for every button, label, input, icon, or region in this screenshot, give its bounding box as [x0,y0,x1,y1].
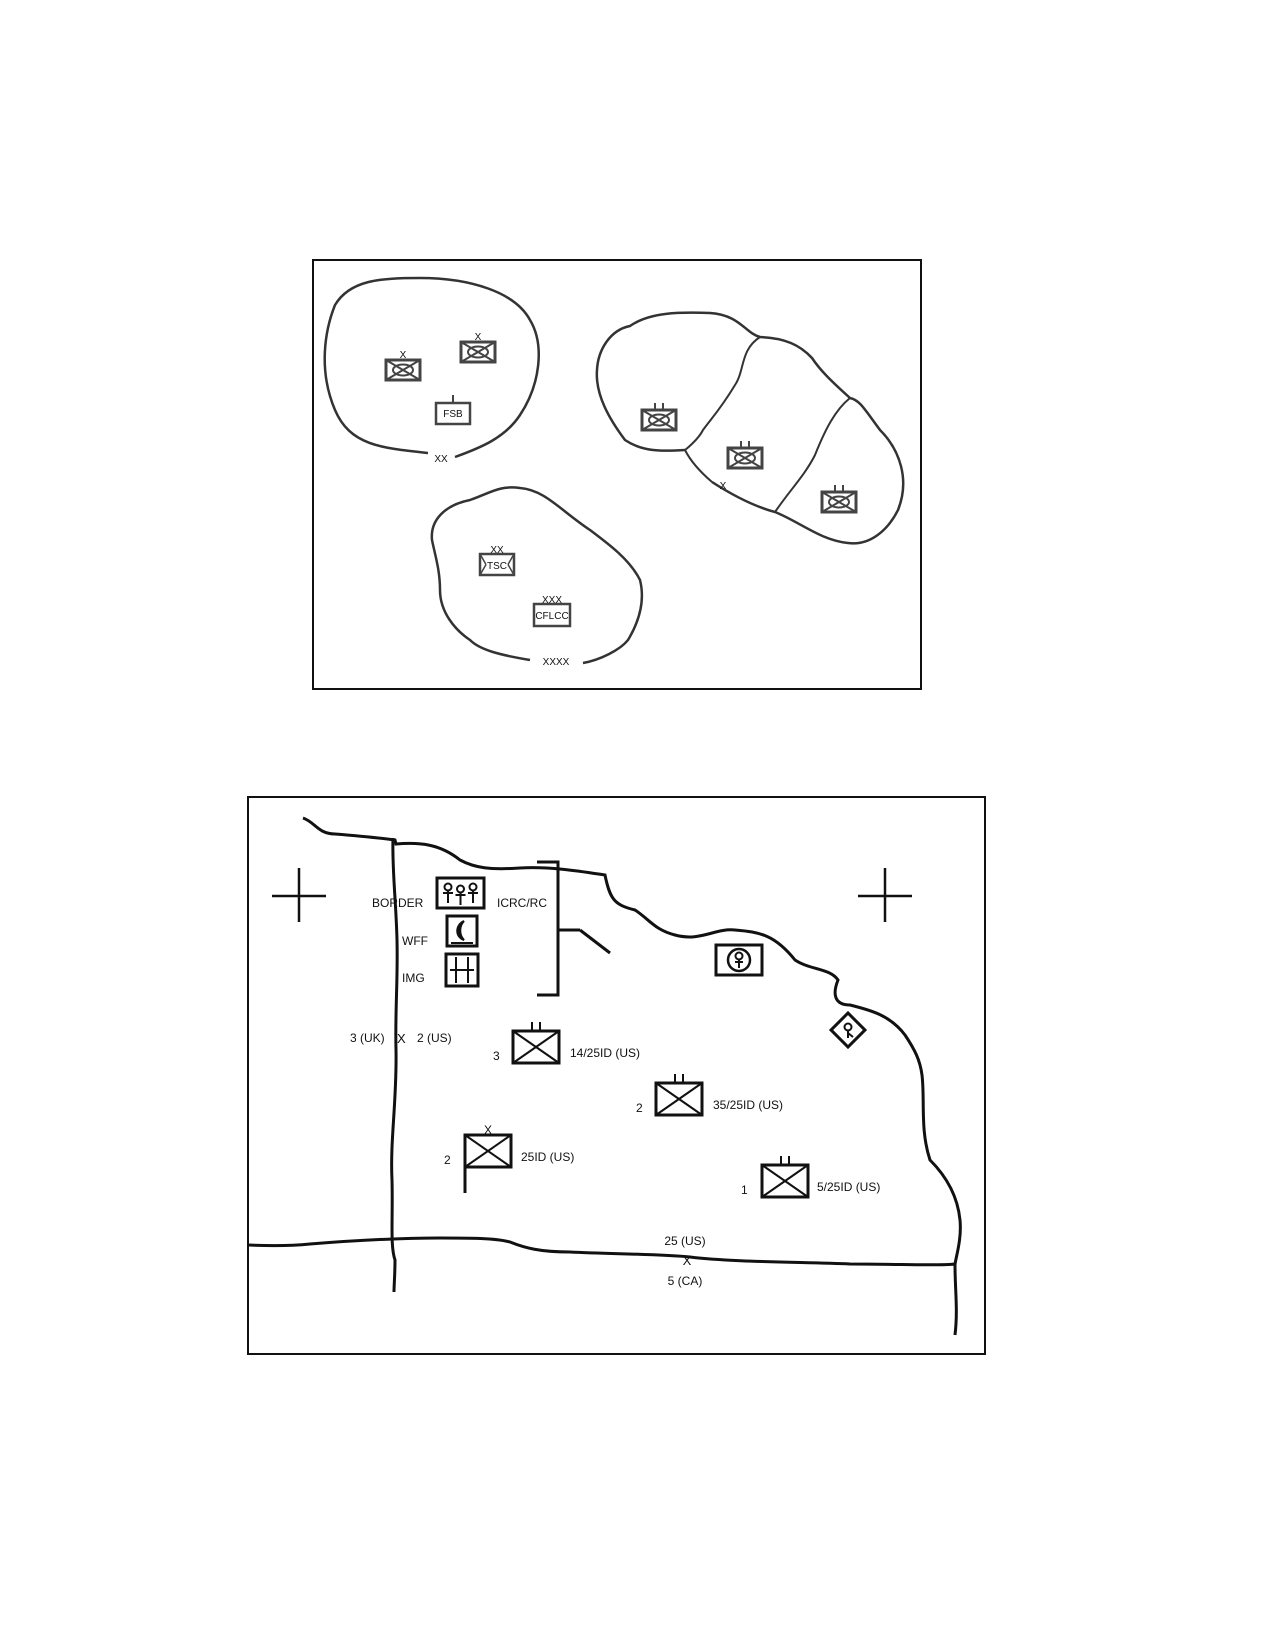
division-area-label: XX [434,454,448,465]
west-boundary-right-label: 2 (US) [417,1031,452,1045]
tsc-unit: TSC XX [478,545,516,577]
unit-14-25id-number: 3 [493,1049,500,1063]
fsb-unit: FSB [434,395,472,426]
brigade-area-label: X [720,481,727,492]
south-boundary-line [248,1236,956,1267]
tsc-echelon: XX [490,545,504,556]
unit-14-25id-name: 14/25ID (US) [570,1046,640,1060]
wff-label: WFF [402,934,428,948]
fsb-label: FSB [443,409,463,420]
bottom-overlay-diagram: BORDER ICRC/RC WFF IMG 3 (UK) X 2 (US) 2… [247,796,986,1355]
battalion-unit-west [640,403,678,432]
top-overlay-diagram: XX X X FSB X [312,259,922,690]
division-area-boundary [323,276,540,459]
unit-5-25id-name: 5/25ID (US) [817,1180,880,1194]
border-line [302,816,962,1336]
reference-cross-right [858,868,912,922]
unit-5-25id-number: 1 [741,1183,748,1197]
unit-25id-number: 2 [444,1153,451,1167]
bottom-diagram-frame [247,796,986,1355]
brigade-unit-b: X [459,332,497,364]
border-symbol [435,876,486,910]
img-symbol [444,952,480,988]
brigade-unit-b-echelon: X [475,332,482,343]
unit-5-25id: 1 5/25ID (US) [741,1156,880,1199]
battalion-unit-east [820,485,858,514]
wff-symbol [445,914,479,948]
tsc-label: TSC [487,561,507,572]
brigade-area-boundary [595,311,905,545]
south-boundary-mark: X [683,1253,692,1268]
enemy-prisoner-symbol [828,1010,868,1050]
west-boundary-left-label: 3 (UK) [350,1031,385,1045]
army-area-label: XXXX [543,657,570,668]
img-label: IMG [402,971,425,985]
brigade-unit-a-echelon: X [400,350,407,361]
west-boundary-mark: X [397,1031,406,1046]
unit-25id-name: 25ID (US) [521,1150,574,1164]
icrc-label: ICRC/RC [497,896,547,910]
cflcc-unit: CFLCC XXX [532,595,572,628]
south-boundary-top-label: 25 (US) [664,1234,705,1248]
unit-25id-echelon: X [484,1123,492,1137]
unit-14-25id: 3 14/25ID (US) [493,1022,640,1065]
unit-35-25id-name: 35/25ID (US) [713,1098,783,1112]
unit-35-25id: 2 35/25ID (US) [636,1074,783,1117]
civilian-collection-symbol [714,943,764,977]
south-boundary-bottom-label: 5 (CA) [668,1274,703,1288]
battalion-sector-line-left [683,336,761,483]
battalion-sector-line-right [774,397,851,513]
west-boundary-line [390,837,399,1293]
cflcc-echelon: XXX [542,595,562,606]
army-area-boundary [430,486,644,665]
unit-25id-headquarters: X 2 25ID (US) [444,1123,574,1193]
brigade-unit-a: X [384,350,422,382]
top-diagram-frame [312,259,922,690]
border-label: BORDER [372,896,424,910]
reference-cross-left [272,868,326,922]
cflcc-label: CFLCC [535,611,568,622]
unit-35-25id-number: 2 [636,1101,643,1115]
battalion-unit-center [726,441,764,470]
icrc-bracket [537,860,611,997]
